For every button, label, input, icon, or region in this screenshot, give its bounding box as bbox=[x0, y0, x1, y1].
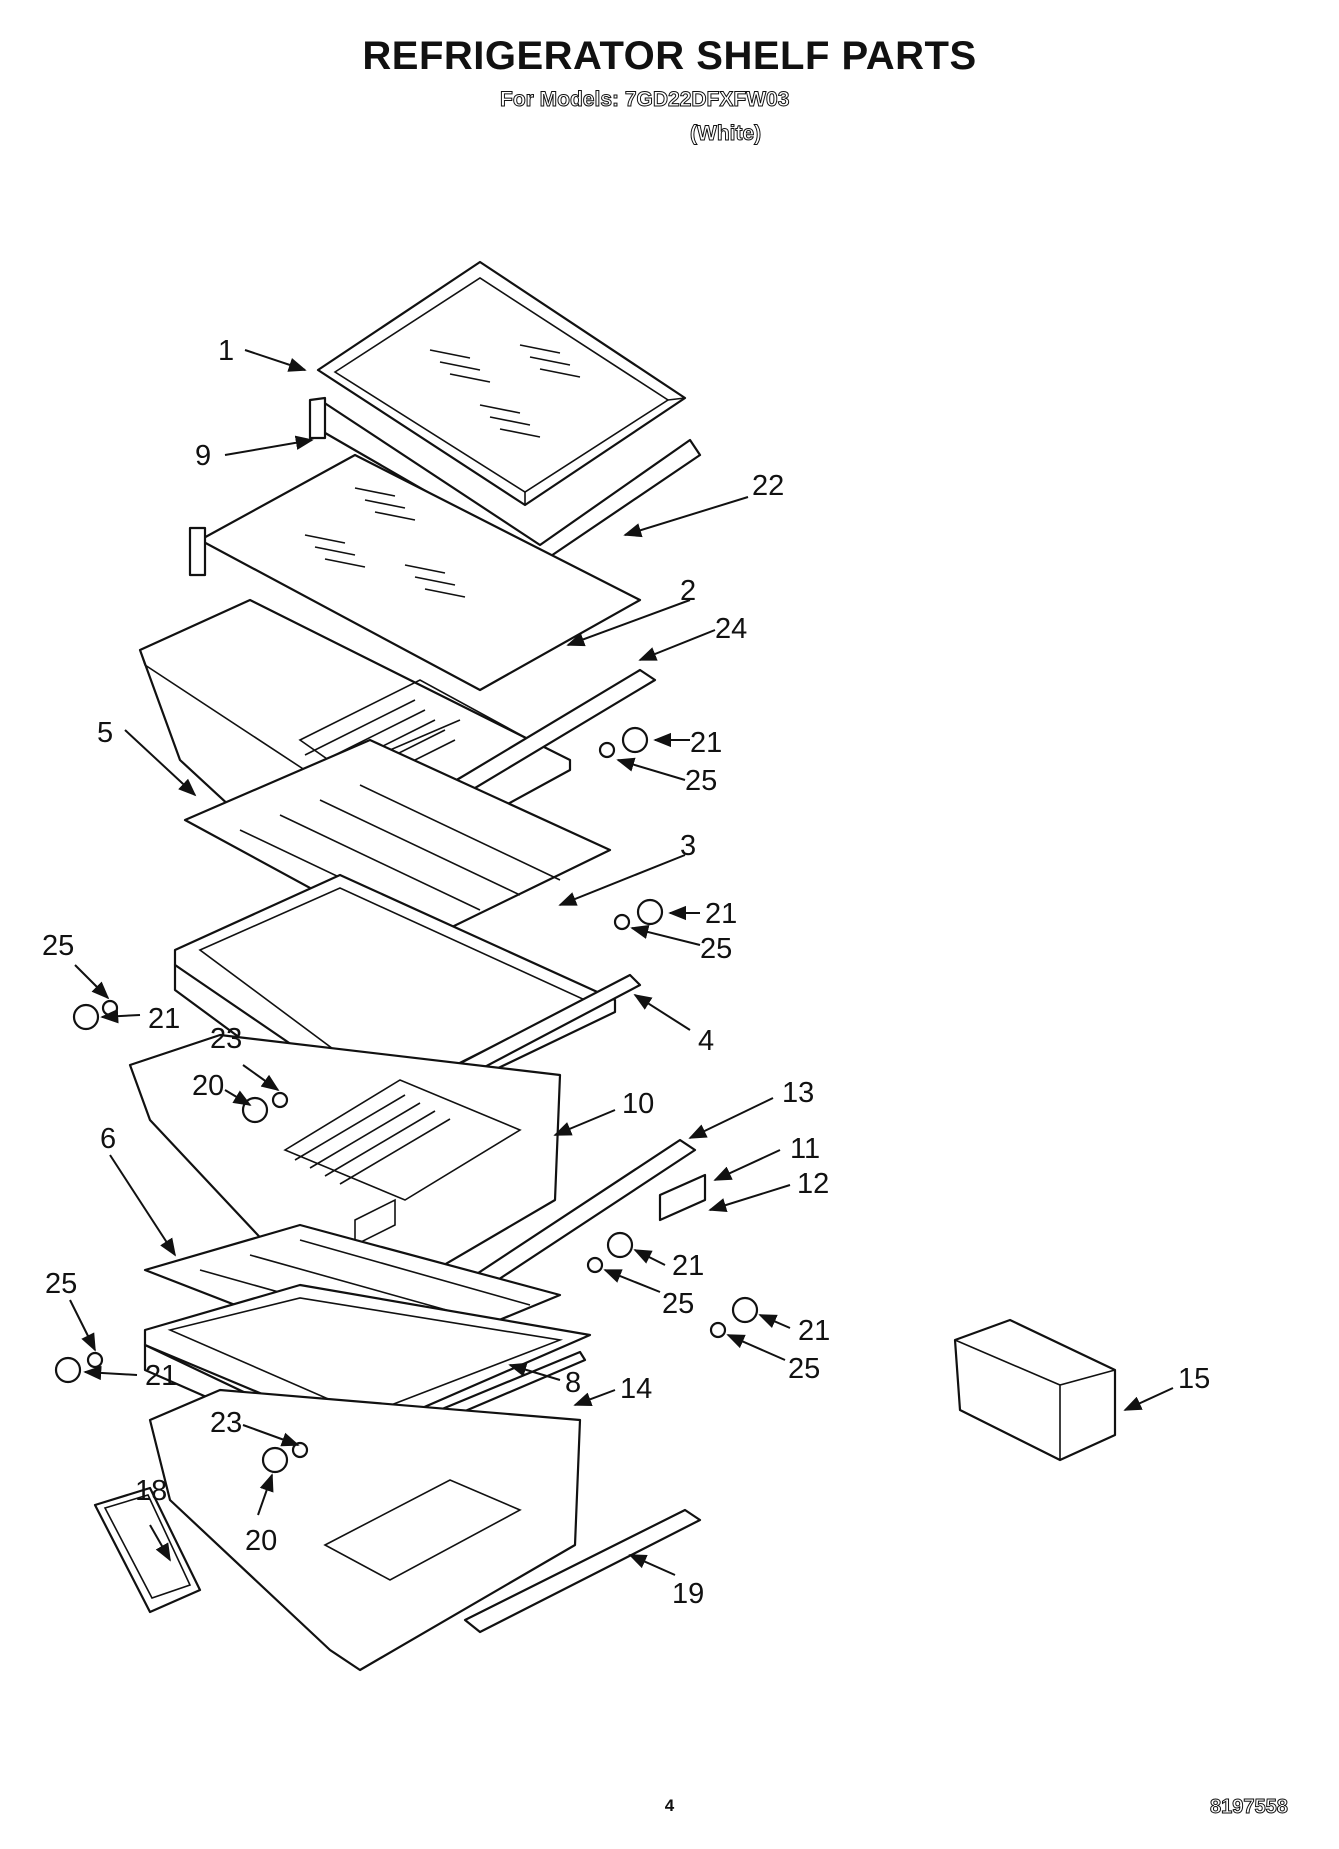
callout-21f: 21 bbox=[798, 1315, 830, 1347]
glass-shelf-top bbox=[316, 260, 687, 507]
callout-1: 1 bbox=[218, 335, 234, 367]
callout-21e: 21 bbox=[145, 1360, 177, 1392]
callout-21a: 21 bbox=[690, 727, 722, 759]
callout-11: 11 bbox=[790, 1133, 820, 1165]
callout-3: 3 bbox=[680, 830, 696, 862]
callout-25d: 25 bbox=[662, 1288, 694, 1320]
callout-2: 2 bbox=[680, 575, 696, 607]
model-number: For Models: 7GD22DFXFW03 bbox=[499, 88, 790, 112]
drawer-handle-19 bbox=[463, 1508, 702, 1634]
callout-14: 14 bbox=[620, 1373, 652, 1405]
bracket-11 bbox=[658, 1173, 707, 1222]
callout-18: 18 bbox=[135, 1475, 167, 1507]
callout-21b: 21 bbox=[705, 898, 737, 930]
callout-23b: 23 bbox=[210, 1407, 242, 1439]
callout-24: 24 bbox=[715, 613, 747, 645]
bottom-drawer bbox=[148, 1388, 582, 1672]
callout-25b: 25 bbox=[700, 933, 732, 965]
callout-13: 13 bbox=[782, 1077, 814, 1109]
roller-assemblies bbox=[54, 726, 759, 1474]
callout-4: 4 bbox=[698, 1025, 714, 1057]
crisper-drawer-lower bbox=[128, 1033, 562, 1322]
callout-6: 6 bbox=[100, 1123, 116, 1155]
callout-12: 12 bbox=[797, 1168, 829, 1200]
callout-labels: 1 9 22 2 24 5 21 25 3 21 25 25 21 4 23 2… bbox=[42, 335, 1210, 1610]
callout-25e: 25 bbox=[45, 1268, 77, 1300]
leader-lines bbox=[69, 349, 1174, 1576]
callout-10: 10 bbox=[622, 1088, 654, 1120]
callout-21c: 21 bbox=[148, 1003, 180, 1035]
callout-21d: 21 bbox=[672, 1250, 704, 1282]
model-color: (White) bbox=[689, 122, 762, 146]
callout-25f: 25 bbox=[788, 1353, 820, 1385]
page-number: 4 bbox=[664, 1796, 675, 1815]
callout-9: 9 bbox=[195, 440, 211, 472]
callout-20a: 20 bbox=[192, 1070, 224, 1102]
callout-5: 5 bbox=[97, 717, 113, 749]
callout-22: 22 bbox=[752, 470, 784, 502]
callout-23a: 23 bbox=[210, 1023, 242, 1055]
callout-8: 8 bbox=[565, 1367, 581, 1399]
callout-15: 15 bbox=[1178, 1363, 1210, 1395]
page-title: REFRIGERATOR SHELF PARTS bbox=[362, 34, 977, 78]
glass-shelf-lower bbox=[188, 453, 642, 692]
callout-25c: 25 bbox=[42, 930, 74, 962]
callout-19: 19 bbox=[672, 1578, 704, 1610]
document-number: 8197558 bbox=[1210, 1796, 1289, 1819]
callout-20b: 20 bbox=[245, 1525, 277, 1557]
shelf-frame bbox=[308, 396, 702, 562]
label-frame-18 bbox=[93, 1486, 202, 1614]
callout-25a: 25 bbox=[685, 765, 717, 797]
door-bin-15 bbox=[953, 1318, 1117, 1462]
